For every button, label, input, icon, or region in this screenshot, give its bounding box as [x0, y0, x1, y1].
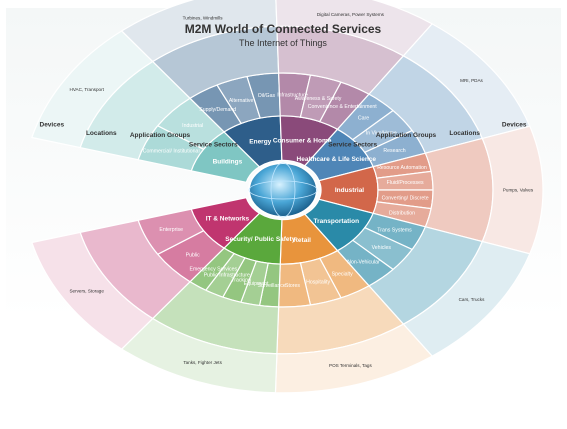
- sector-label: Healthcare & Life Science: [297, 156, 377, 163]
- app-group-label: Public Infrastructure: [204, 273, 250, 279]
- devices-list: HVAC, Transport: [70, 87, 105, 92]
- sector-label: IT & Networks: [206, 216, 250, 223]
- app-group-label: Specialty: [332, 271, 353, 277]
- app-group-label: Non-Vehicular: [347, 260, 380, 266]
- app-group-label: Oil/Gas: [258, 93, 276, 99]
- app-group-label: Resource Automation: [377, 165, 427, 171]
- app-group-label: Care: [358, 116, 369, 122]
- devices-list: Pumps, Valves: [503, 188, 534, 193]
- devices-list: Tanks, Fighter Jets: [183, 360, 222, 365]
- app-group-label: Industrial: [182, 123, 203, 129]
- app-group-label: Surveillance: [257, 283, 285, 289]
- app-group-label: Converting/ Discrete: [382, 195, 429, 201]
- app-group-label: Hospitality: [306, 279, 330, 285]
- app-group-label: Infrastructure: [277, 93, 308, 99]
- sector-label: Security/ Public Safety: [225, 236, 295, 243]
- locations-wedge: [424, 137, 494, 243]
- app-group-label: Equipment: [244, 281, 269, 287]
- devices-list: POS Terminals, Tags: [329, 363, 372, 368]
- app-group-label: Awareness & Safety: [295, 96, 342, 102]
- sector-label: Transportation: [314, 218, 360, 225]
- sector-label: Buildings: [213, 159, 243, 166]
- app-group-label: In Vivo/Home: [366, 131, 397, 137]
- devices-list: Turbines, Windmills: [183, 15, 224, 20]
- app-group-label: Enterprise: [159, 227, 183, 233]
- devices-list: Cars, Trucks: [459, 297, 485, 302]
- sector-label: Energy: [249, 138, 271, 145]
- app-group-label: Vehicles: [372, 245, 392, 251]
- diagram-subtitle: The Internet of Things: [239, 38, 327, 48]
- app-group-label: Commercial/ Institutional: [143, 149, 200, 155]
- devices-list: Servers, Storage: [69, 288, 104, 293]
- center-globe: [248, 162, 318, 218]
- ring-header-app-groups-left: Application Groups: [130, 132, 191, 139]
- ring-header-service-sectors-left: Service Sectors: [189, 142, 238, 149]
- app-group-label: Distribution: [389, 210, 415, 216]
- ring-header-app-groups-right: Application Groups: [376, 132, 437, 139]
- sector-label: Industrial: [335, 187, 364, 194]
- app-group-label: Fluid/Processes: [387, 180, 424, 186]
- sector-label: Consumer & Home: [273, 138, 332, 145]
- app-group-label: Research: [383, 148, 405, 154]
- app-group-label: Tracking: [231, 278, 251, 284]
- devices-list: MRI, PDAs: [460, 78, 483, 83]
- devices-wedge: [31, 231, 154, 350]
- diagram-title: M2M World of Connected Services: [185, 22, 382, 36]
- app-group-label: Alternative: [229, 98, 254, 104]
- ring-header-devices-right: Devices: [502, 122, 527, 129]
- ring-header-locations-right: Locations: [449, 130, 480, 137]
- app-group-label: Trans Systems: [377, 227, 412, 233]
- app-group-label: Public: [186, 252, 201, 258]
- app-group-label: Supply/Demand: [199, 107, 236, 113]
- devices-list: Digital Cameras, Power Systems: [317, 12, 385, 17]
- app-group-label: Emergency Services: [190, 266, 238, 272]
- ring-header-locations-left: Locations: [86, 130, 117, 137]
- app-group-label: Convenience & Entertainment: [308, 104, 377, 110]
- app-group-label: Stores: [285, 283, 300, 289]
- ring-header-devices-left: Devices: [40, 122, 65, 129]
- ring-header-service-sectors-right: Service Sectors: [328, 142, 377, 149]
- sector-label: Retail: [293, 237, 311, 244]
